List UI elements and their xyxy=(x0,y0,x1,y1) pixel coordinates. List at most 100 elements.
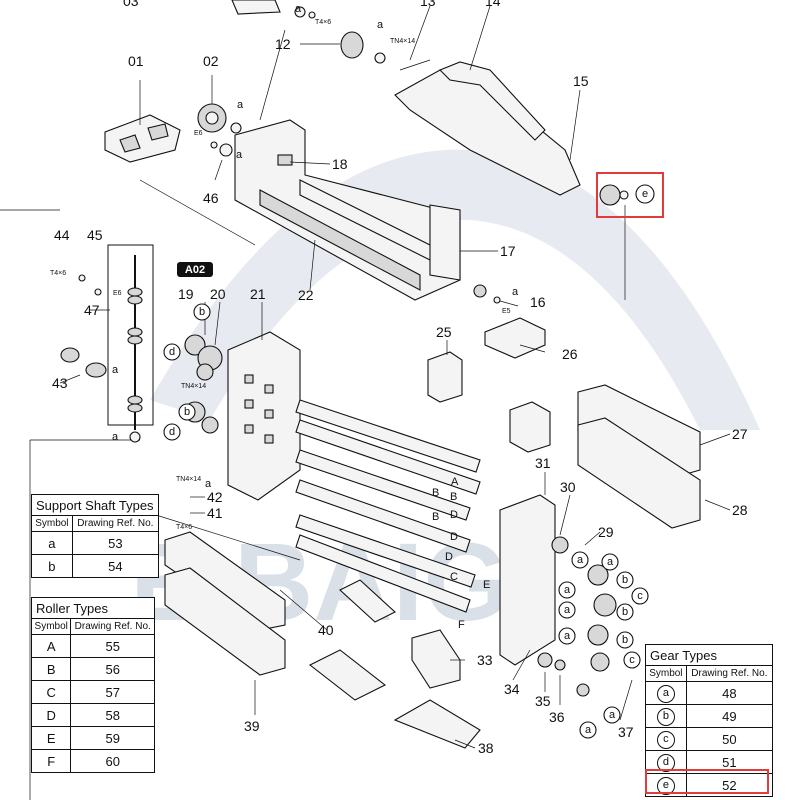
part-31-shape xyxy=(499,494,569,666)
callout-26: 26 xyxy=(562,346,578,362)
support-shaft-types-title: Support Shaft Types xyxy=(32,495,158,516)
callout-27: 27 xyxy=(732,426,748,442)
part-46-shape xyxy=(210,141,233,157)
callout-12: 12 xyxy=(275,36,291,52)
callout-31: 31 xyxy=(535,455,551,471)
callout-45: 45 xyxy=(87,227,103,243)
callout-28: 28 xyxy=(732,502,748,518)
roller-types-title: Roller Types xyxy=(32,598,154,619)
screw-label-tn4x14-top: TN4×14 xyxy=(390,38,415,45)
table-row: a 53 xyxy=(32,531,158,555)
callout-36: 36 xyxy=(549,709,565,725)
roller-ref: 60 xyxy=(70,749,154,772)
screw-labels: T4×6 TN4×14 E6 E5 T4×6 E6 TN4×14 TN4×14 … xyxy=(50,19,511,531)
svg-text:a: a xyxy=(607,556,614,568)
callout-20: 20 xyxy=(210,286,226,302)
table-row: a 48 xyxy=(646,681,772,705)
callout-37: 37 xyxy=(618,724,634,740)
svg-text:c: c xyxy=(629,654,635,666)
part-22-frame-shape xyxy=(234,119,461,301)
callout-03: 03 xyxy=(123,0,139,9)
roller-symbol: F xyxy=(32,749,72,772)
svg-text:c: c xyxy=(637,590,643,602)
svg-text:D: D xyxy=(450,509,458,521)
svg-text:a: a xyxy=(295,3,302,15)
roller-symbol: E xyxy=(32,726,72,750)
part-26-shape xyxy=(484,317,546,359)
svg-text:a: a xyxy=(236,149,243,161)
screw-label-e6-top: E6 xyxy=(194,130,203,137)
svg-text:b: b xyxy=(622,574,628,586)
gear-cluster-shape xyxy=(537,564,617,697)
roller-ref: 57 xyxy=(70,680,154,704)
gear-ref: 52 xyxy=(685,773,772,796)
callout-44: 44 xyxy=(54,227,70,243)
callout-22: 22 xyxy=(298,287,314,303)
part-14-shape xyxy=(394,59,581,196)
screw-label-tn4x14-mid: TN4×14 xyxy=(181,383,206,390)
svg-text:a: a xyxy=(512,286,519,298)
svg-text:a: a xyxy=(377,19,384,31)
gear-ref: 48 xyxy=(685,681,772,705)
part-01-shape xyxy=(104,114,181,163)
svg-text:d: d xyxy=(169,426,175,438)
roller-symbol: A xyxy=(32,634,72,658)
callout-33: 33 xyxy=(477,652,493,668)
callout-34: 34 xyxy=(504,681,520,697)
roller-ref: 59 xyxy=(70,726,154,750)
gear-header-ref: Drawing Ref. No. xyxy=(685,666,772,682)
gear-symbol: e xyxy=(656,776,675,795)
svg-text:B: B xyxy=(450,491,457,503)
support-shaft-types-table: Support Shaft Types Symbol Drawing Ref. … xyxy=(31,494,159,578)
support-shaft-ref: 54 xyxy=(71,554,158,577)
callout-39: 39 xyxy=(244,718,260,734)
svg-text:C: C xyxy=(450,571,458,583)
callout-47: 47 xyxy=(84,302,100,318)
svg-text:a: a xyxy=(112,364,119,376)
callout-25: 25 xyxy=(436,324,452,340)
callout-13: 13 xyxy=(420,0,436,9)
svg-text:a: a xyxy=(237,99,244,111)
callout-17: 17 xyxy=(500,243,516,259)
table-row: b 54 xyxy=(32,554,158,577)
svg-text:a: a xyxy=(609,709,616,721)
gear-symbol: a xyxy=(656,684,675,703)
roller-ref: 55 xyxy=(70,634,154,658)
roller-ref: 58 xyxy=(70,703,154,727)
svg-text:B: B xyxy=(432,511,439,523)
roller-symbol: C xyxy=(32,680,72,704)
callout-43: 43 xyxy=(52,375,68,391)
callout-46: 46 xyxy=(203,190,219,206)
callout-01: 01 xyxy=(128,53,144,69)
callout-labels: 03 13 14 01 02 12 15 18 46 17 22 16 44 4… xyxy=(52,0,748,756)
roller-symbol: B xyxy=(32,657,72,681)
lower-parts-shape xyxy=(164,531,481,749)
svg-text:F: F xyxy=(458,619,465,631)
svg-text:b: b xyxy=(184,406,190,418)
svg-text:a: a xyxy=(112,431,119,443)
rollers-shape xyxy=(295,399,481,613)
roller-header-symbol: Symbol xyxy=(32,619,72,635)
callout-41: 41 xyxy=(207,505,223,521)
callout-29: 29 xyxy=(598,524,614,540)
gear-symbol: d xyxy=(656,753,675,772)
callout-16: 16 xyxy=(530,294,546,310)
svg-text:a: a xyxy=(585,724,592,736)
part-16-shape xyxy=(473,284,501,304)
svg-text:D: D xyxy=(450,531,458,543)
svg-text:E: E xyxy=(483,579,490,591)
part-21-shape xyxy=(227,331,301,501)
svg-text:a: a xyxy=(564,630,571,642)
callout-42: 42 xyxy=(207,489,223,505)
svg-text:B: B xyxy=(432,487,439,499)
gear-header-symbol: Symbol xyxy=(646,666,687,682)
part-03-shape xyxy=(231,0,281,15)
